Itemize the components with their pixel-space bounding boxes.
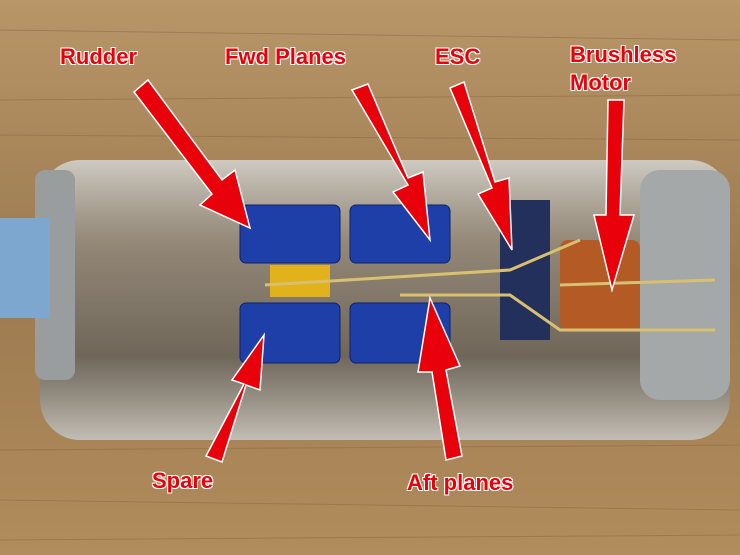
- arrow-spare: [204, 332, 265, 463]
- pushrods: [264, 238, 716, 332]
- arrow-fwd-planes: [350, 83, 432, 243]
- end-cap-right: [640, 170, 730, 400]
- label-aft-planes: Aft planes: [407, 470, 514, 495]
- label-spare: Spare: [152, 468, 214, 493]
- arrow-aft-planes: [417, 295, 463, 461]
- label-motor: Motor: [570, 70, 632, 95]
- label-brushless: Brushless: [570, 42, 677, 67]
- label-fwd-planes: Fwd Planes: [225, 44, 347, 69]
- glass-tube: [40, 160, 730, 440]
- mount-bracket: [0, 218, 50, 318]
- label-rudder: Rudder: [60, 44, 137, 69]
- servos: [239, 204, 451, 364]
- arrow-motor: [593, 99, 636, 293]
- arrow-rudder: [132, 78, 252, 230]
- arrow-esc: [449, 80, 513, 251]
- label-esc: ESC: [435, 44, 481, 69]
- annotation-arrows: [132, 78, 636, 463]
